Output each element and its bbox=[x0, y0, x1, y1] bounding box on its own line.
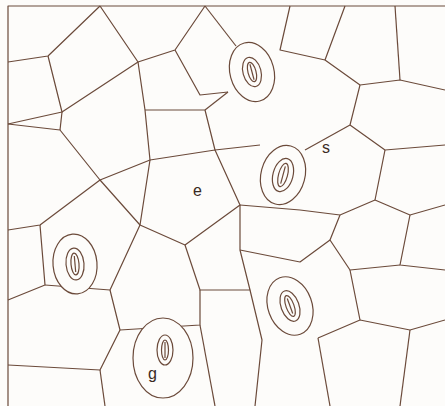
cell-walls bbox=[8, 6, 445, 406]
stoma bbox=[259, 270, 321, 341]
epidermal-cell bbox=[140, 150, 240, 245]
stoma bbox=[254, 140, 312, 209]
stoma bbox=[133, 318, 193, 398]
stomata bbox=[50, 37, 320, 398]
stoma bbox=[223, 37, 281, 106]
frame bbox=[8, 6, 445, 406]
part-label: e bbox=[193, 183, 202, 199]
stoma bbox=[50, 232, 99, 296]
part-label: g bbox=[148, 366, 157, 382]
part-label: s bbox=[322, 140, 330, 156]
